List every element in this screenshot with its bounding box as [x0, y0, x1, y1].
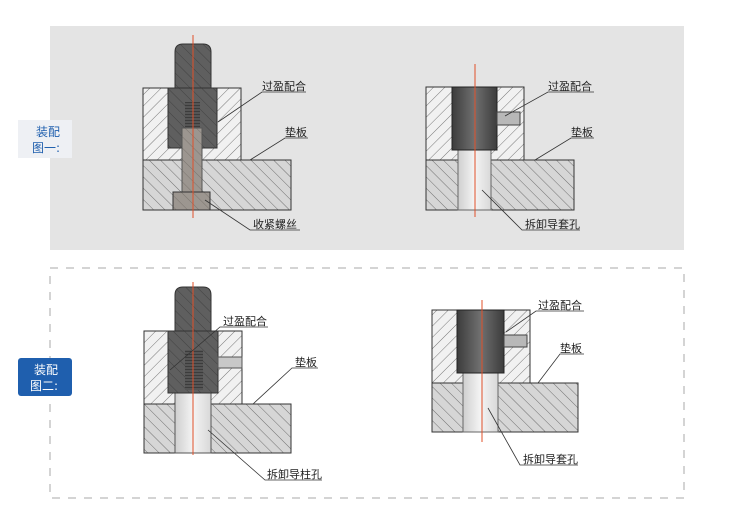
label-interference-fit: 过盈配合: [262, 79, 306, 93]
assembly1-tag-line2: 图一:: [32, 141, 60, 155]
removal-hole: [462, 372, 499, 433]
backing-plate: [142, 159, 292, 211]
label-removal-hole: 拆卸导套孔: [523, 452, 578, 466]
set-screw: [503, 334, 528, 348]
label-backing-plate: 垫板: [571, 125, 593, 139]
screw-head: [172, 191, 211, 211]
set-screw: [496, 111, 521, 126]
assembly1-right-figure: 过盈配合 垫板 拆卸导套孔: [425, 64, 594, 231]
label-tightening-screw: 收紧螺丝: [253, 217, 297, 231]
label-removal-hole: 拆卸导柱孔: [267, 467, 322, 481]
assembly2-tag-line1: 装配: [34, 363, 58, 377]
label-interference-fit: 过盈配合: [548, 79, 592, 93]
assembly2-right-figure: 过盈配合 垫板 拆卸导套孔: [431, 298, 584, 466]
assembly2-tag-line2: 图二:: [30, 379, 58, 393]
assembly2-tag: 装配 图二:: [18, 358, 72, 396]
tightening-screw: [181, 127, 203, 195]
label-interference-fit: 过盈配合: [538, 298, 582, 312]
label-backing-plate: 垫板: [295, 355, 317, 369]
assembly1-tag: 装配 图一:: [18, 120, 72, 158]
backing-plate: [425, 159, 575, 211]
label-backing-plate: 垫板: [285, 125, 307, 139]
backing-plate: [143, 403, 292, 454]
assembly2-left-figure: 过盈配合 垫板 拆卸导柱孔: [143, 282, 322, 481]
guide-bushing: [456, 309, 505, 374]
assembly1-tag-line1: 装配: [36, 125, 60, 139]
assembly1-left-figure: 过盈配合 垫板 收紧螺丝: [142, 35, 308, 231]
label-backing-plate: 垫板: [560, 341, 582, 355]
label-removal-hole: 拆卸导套孔: [525, 217, 580, 231]
backing-plate: [431, 382, 579, 433]
label-interference-fit: 过盈配合: [223, 314, 267, 328]
side-pin: [217, 356, 243, 369]
thread-hole: [185, 350, 203, 390]
